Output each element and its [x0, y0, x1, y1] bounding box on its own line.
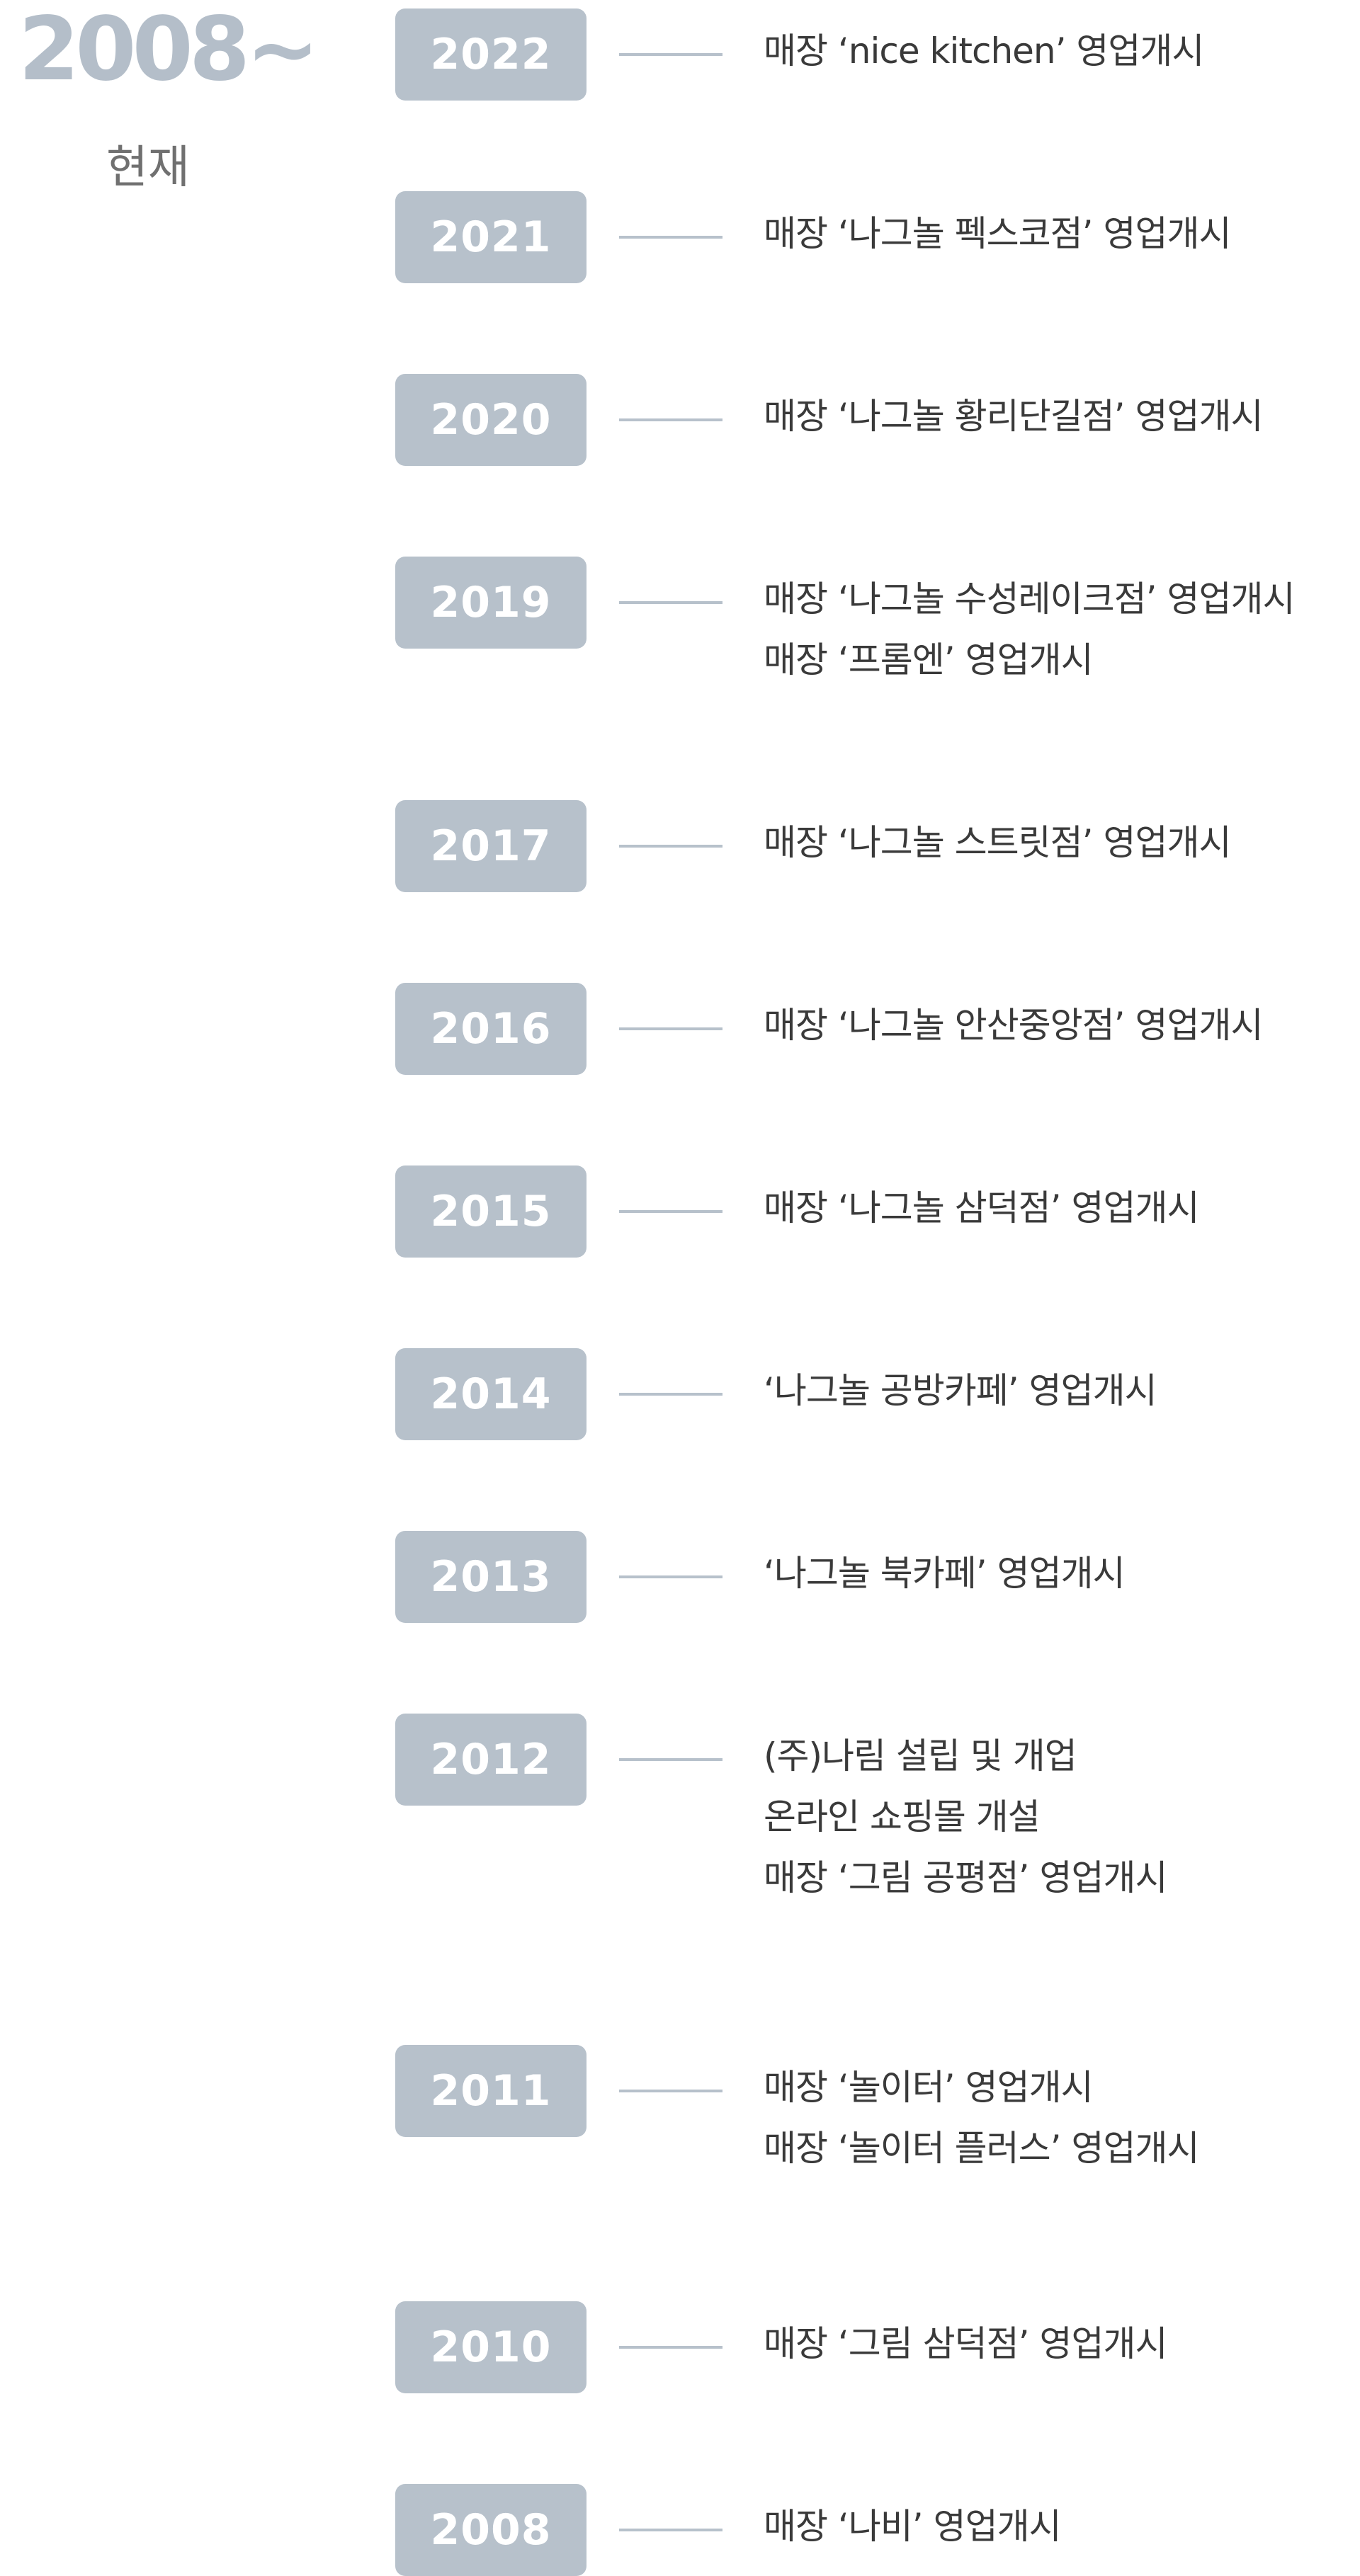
event-item: ‘나그놀 북카페’ 영업개시 [764, 1553, 1126, 1594]
event-list: 매장 ‘그림 삼덕점’ 영업개시 [764, 2321, 1167, 2382]
event-item: 매장 ‘나비’ 영업개시 [764, 2506, 1062, 2547]
event-list: 매장 ‘나그놀 삼덕점’ 영업개시 [764, 1185, 1199, 1246]
connector-line [619, 1210, 722, 1213]
event-item: 온라인 쇼핑몰 개설 [764, 1796, 1041, 1837]
event-list: 매장 ‘nice kitchen’ 영업개시 [764, 28, 1204, 89]
event-item: 매장 ‘놀이터’ 영업개시 [764, 2067, 1094, 2108]
year-badge: 2010 [395, 2301, 586, 2393]
event-item: 매장 ‘그림 공평점’ 영업개시 [764, 1857, 1167, 1898]
event-item: ‘나그놀 공방카페’ 영업개시 [764, 1370, 1157, 1411]
year-badge: 2015 [395, 1166, 586, 1258]
connector-line [619, 418, 722, 421]
event-item: 매장 ‘nice kitchen’ 영업개시 [764, 30, 1204, 72]
connector-line [619, 2346, 722, 2349]
event-list: 매장 ‘나비’ 영업개시 [764, 2504, 1062, 2565]
year-badge: 2016 [395, 983, 586, 1075]
connector-line [619, 53, 722, 56]
event-item: 매장 ‘나그놀 수성레이크점’ 영업개시 [764, 579, 1295, 620]
event-item: 매장 ‘나그놀 황리단길점’ 영업개시 [764, 396, 1263, 437]
connector-line [619, 601, 722, 604]
era-current-label: 현재 [106, 142, 190, 194]
event-item: 매장 ‘그림 삼덕점’ 영업개시 [764, 2323, 1167, 2364]
connector-line [619, 1027, 722, 1030]
connector-line [619, 845, 722, 848]
year-badge: 2011 [395, 2045, 586, 2137]
connector-line [619, 236, 722, 239]
year-badge: 2014 [395, 1348, 586, 1440]
event-list: 매장 ‘나그놀 펙스코점’ 영업개시 [764, 211, 1231, 272]
event-item: 매장 ‘프롬엔’ 영업개시 [764, 639, 1094, 680]
connector-line [619, 2529, 722, 2531]
event-list: ‘나그놀 북카페’ 영업개시 [764, 1551, 1126, 1612]
year-badge: 2013 [395, 1531, 586, 1623]
era-range-heading: 2008~ [18, 0, 319, 101]
connector-line [619, 1575, 722, 1578]
event-item: 매장 ‘나그놀 삼덕점’ 영업개시 [764, 1187, 1199, 1229]
year-badge: 2019 [395, 557, 586, 649]
event-list: ‘나그놀 공방카페’ 영업개시 [764, 1368, 1157, 1429]
connector-line [619, 1758, 722, 1761]
year-badge: 2020 [395, 374, 586, 466]
connector-line [619, 2090, 722, 2092]
event-item: (주)나림 설립 및 개업 [764, 1736, 1077, 1777]
year-badge: 2022 [395, 8, 586, 101]
event-item: 매장 ‘놀이터 플러스’ 영업개시 [764, 2128, 1199, 2169]
event-item: 매장 ‘나그놀 펙스코점’ 영업개시 [764, 213, 1231, 254]
event-item: 매장 ‘나그놀 안산중앙점’ 영업개시 [764, 1005, 1263, 1046]
event-list: 매장 ‘나그놀 안산중앙점’ 영업개시 [764, 1003, 1263, 1064]
event-list: 매장 ‘나그놀 스트릿점’ 영업개시 [764, 820, 1231, 881]
connector-line [619, 1393, 722, 1396]
event-item: 매장 ‘나그놀 스트릿점’ 영업개시 [764, 822, 1231, 863]
year-badge: 2012 [395, 1714, 586, 1806]
event-list: 매장 ‘나그놀 황리단길점’ 영업개시 [764, 394, 1263, 455]
year-badge: 2021 [395, 191, 586, 283]
year-badge: 2008 [395, 2484, 586, 2576]
year-badge: 2017 [395, 800, 586, 892]
